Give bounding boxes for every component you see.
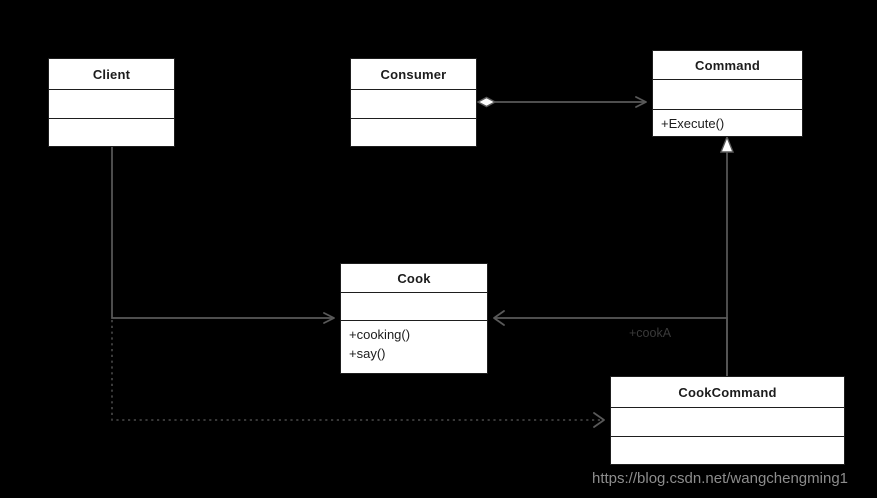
dependency-line — [111, 320, 604, 421]
class-operations-cookcommand — [611, 436, 844, 464]
class-name-command: Command — [695, 57, 760, 73]
hollow-triangle-icon — [719, 135, 735, 153]
class-name-client: Client — [92, 66, 131, 82]
association-line — [494, 317, 728, 376]
relation-consumer-command — [476, 96, 647, 108]
operation-item: +cooking() — [349, 327, 411, 342]
class-name-consumer: Consumer — [380, 66, 447, 82]
hollow-diamond-icon — [476, 96, 497, 108]
class-name-cookcommand: CookCommand — [678, 384, 777, 400]
class-box-command[interactable]: Command +Execute() — [652, 50, 803, 137]
class-operations-cook: +cooking() +say() — [341, 320, 487, 373]
relation-client-cookcommand — [111, 320, 605, 428]
relation-cookcommand-cook — [493, 310, 728, 376]
class-box-consumer[interactable]: Consumer — [350, 58, 477, 147]
class-attributes-command — [653, 79, 802, 109]
operation-item: +Execute() — [661, 116, 725, 131]
relation-cookcommand-command — [719, 135, 735, 376]
class-attributes-client — [49, 89, 174, 118]
class-attributes-cookcommand — [611, 407, 844, 436]
class-box-client[interactable]: Client — [48, 58, 175, 147]
class-name-cook: Cook — [397, 270, 431, 286]
relation-client-cook — [111, 147, 335, 324]
association-line — [111, 147, 335, 324]
class-attributes-consumer — [351, 89, 476, 118]
operation-item: +say() — [349, 345, 386, 361]
association-arrowhead-icon — [493, 310, 505, 326]
class-operations-command: +Execute() — [653, 109, 802, 136]
dependency-arrowhead-icon — [593, 412, 605, 428]
class-box-cook[interactable]: Cook +cooking() +say() — [340, 263, 488, 374]
class-box-cookcommand[interactable]: CookCommand — [610, 376, 845, 465]
edge-label-cook-association: +cookA — [629, 326, 672, 340]
class-operations-client — [49, 118, 174, 146]
class-attributes-cook — [341, 292, 487, 320]
class-operations-consumer — [351, 118, 476, 146]
watermark-text: https://blog.csdn.net/wangchengming1 — [592, 470, 849, 487]
